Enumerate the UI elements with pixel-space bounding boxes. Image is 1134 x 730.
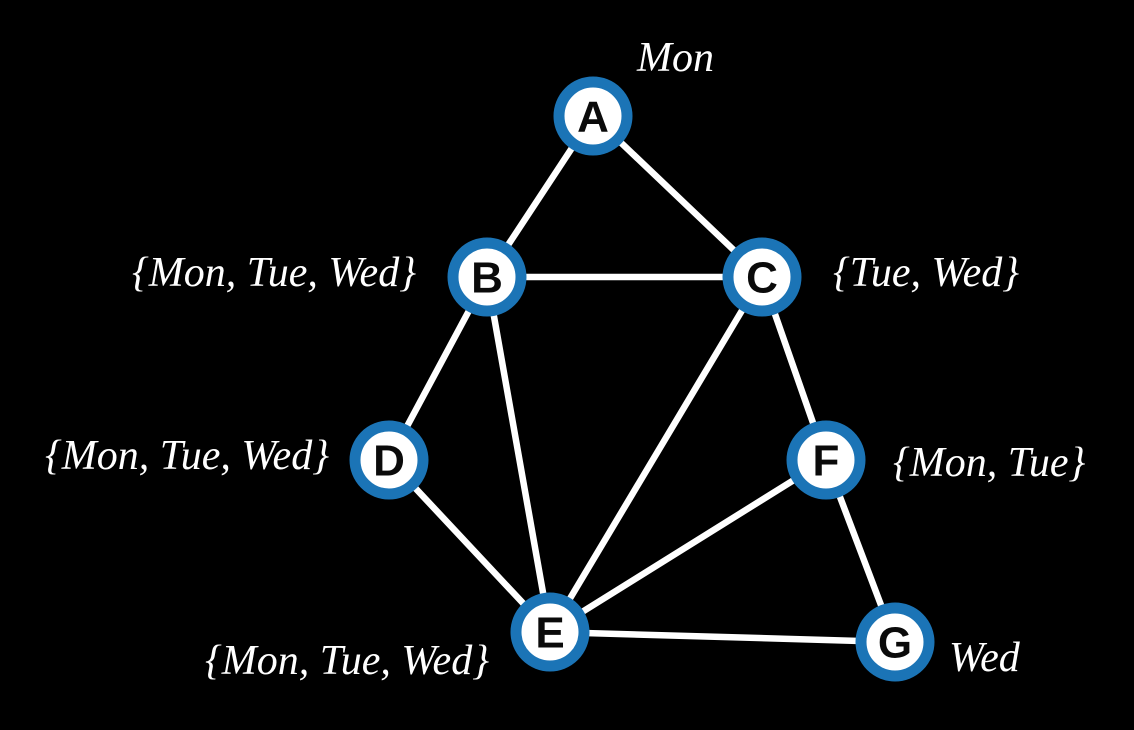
node-B: B [447, 237, 527, 317]
node-circle-C [722, 237, 802, 317]
node-letter-C: C [746, 254, 778, 303]
node-circle-B [447, 237, 527, 317]
domain-label-C: {Tue, Wed} [833, 250, 1019, 296]
node-circle-E [510, 592, 590, 672]
node-letter-G: G [878, 619, 912, 668]
node-G: G [855, 602, 935, 682]
labels-layer: Mon {Mon, Tue, Wed} {Tue, Wed} {Mon, Tue, W… [45, 35, 1086, 684]
node-letter-B: B [471, 254, 503, 303]
edge-C-E [546, 273, 766, 636]
node-F: F [786, 420, 866, 500]
node-letter-E: E [535, 609, 564, 658]
domain-label-D: {Mon, Tue, Wed} [45, 433, 329, 479]
node-A: A [553, 76, 633, 156]
domain-label-G: Wed [949, 635, 1021, 681]
domain-label-A: Mon [636, 35, 714, 81]
node-E: E [510, 592, 590, 672]
node-circle-F [786, 420, 866, 500]
domain-label-F: {Mon, Tue} [893, 440, 1085, 486]
nodes-layer: A B C D E F G [349, 76, 935, 682]
edge-E-G [546, 628, 899, 646]
edges-layer [385, 112, 899, 646]
edge-E-F [546, 456, 830, 636]
node-circle-D [349, 420, 429, 500]
node-C: C [722, 237, 802, 317]
node-circle-A [553, 76, 633, 156]
node-circle-G [855, 602, 935, 682]
node-D: D [349, 420, 429, 500]
domain-label-E: {Mon, Tue, Wed} [205, 638, 489, 684]
node-letter-F: F [813, 437, 840, 486]
edge-B-E [483, 273, 554, 636]
node-letter-D: D [373, 437, 405, 486]
node-letter-A: A [577, 93, 609, 142]
domain-label-B: {Mon, Tue, Wed} [132, 250, 416, 296]
